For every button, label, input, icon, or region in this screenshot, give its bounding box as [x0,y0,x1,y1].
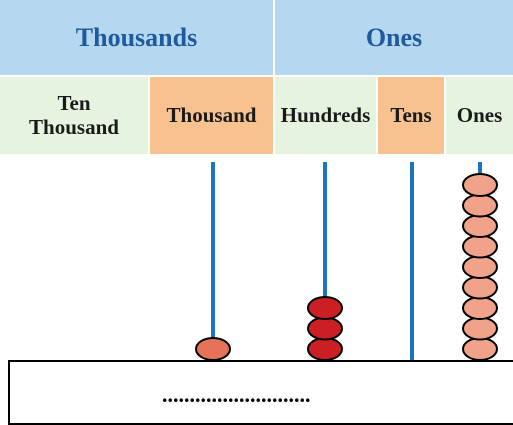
place-header-thousand: Thousand [150,77,275,154]
bead-ones [462,193,498,218]
group-header-ones: Ones [275,0,513,75]
bead-hundreds [307,296,343,320]
place-label-tens: Tens [390,102,432,127]
bead-ones [462,214,498,238]
rod-hundreds [323,162,327,362]
rod-tens [410,162,414,362]
bead-ones [462,173,498,197]
bead-ones [462,316,498,341]
bead-ones [462,255,498,279]
place-header-ten-thousand: Ten Thousand [0,77,150,154]
place-header-hundreds: Hundreds [275,77,378,154]
bead-hundreds [307,316,343,341]
place-label-thousand: Thousand [166,102,257,127]
group-label-thousands: Thousands [75,22,198,52]
place-label-ten-thousand: Ten Thousand [29,91,119,139]
place-label-hundreds: Hundreds [280,102,371,127]
place-header-ones: Ones [446,77,513,154]
place-label-ones: Ones [456,102,503,127]
rod-thousand [211,162,215,362]
group-header-thousands: Thousands [0,0,275,75]
bead-hundreds [307,337,343,361]
bead-ones [462,337,498,361]
abacus-base: ........................... [8,360,513,425]
place-header-tens: Tens [378,77,446,154]
answer-blank: ........................... [162,382,311,407]
bead-ones [462,234,498,259]
bead-ones [462,296,498,320]
bead-thousand [195,337,231,361]
group-label-ones: Ones [365,22,423,52]
bead-ones [462,275,498,300]
